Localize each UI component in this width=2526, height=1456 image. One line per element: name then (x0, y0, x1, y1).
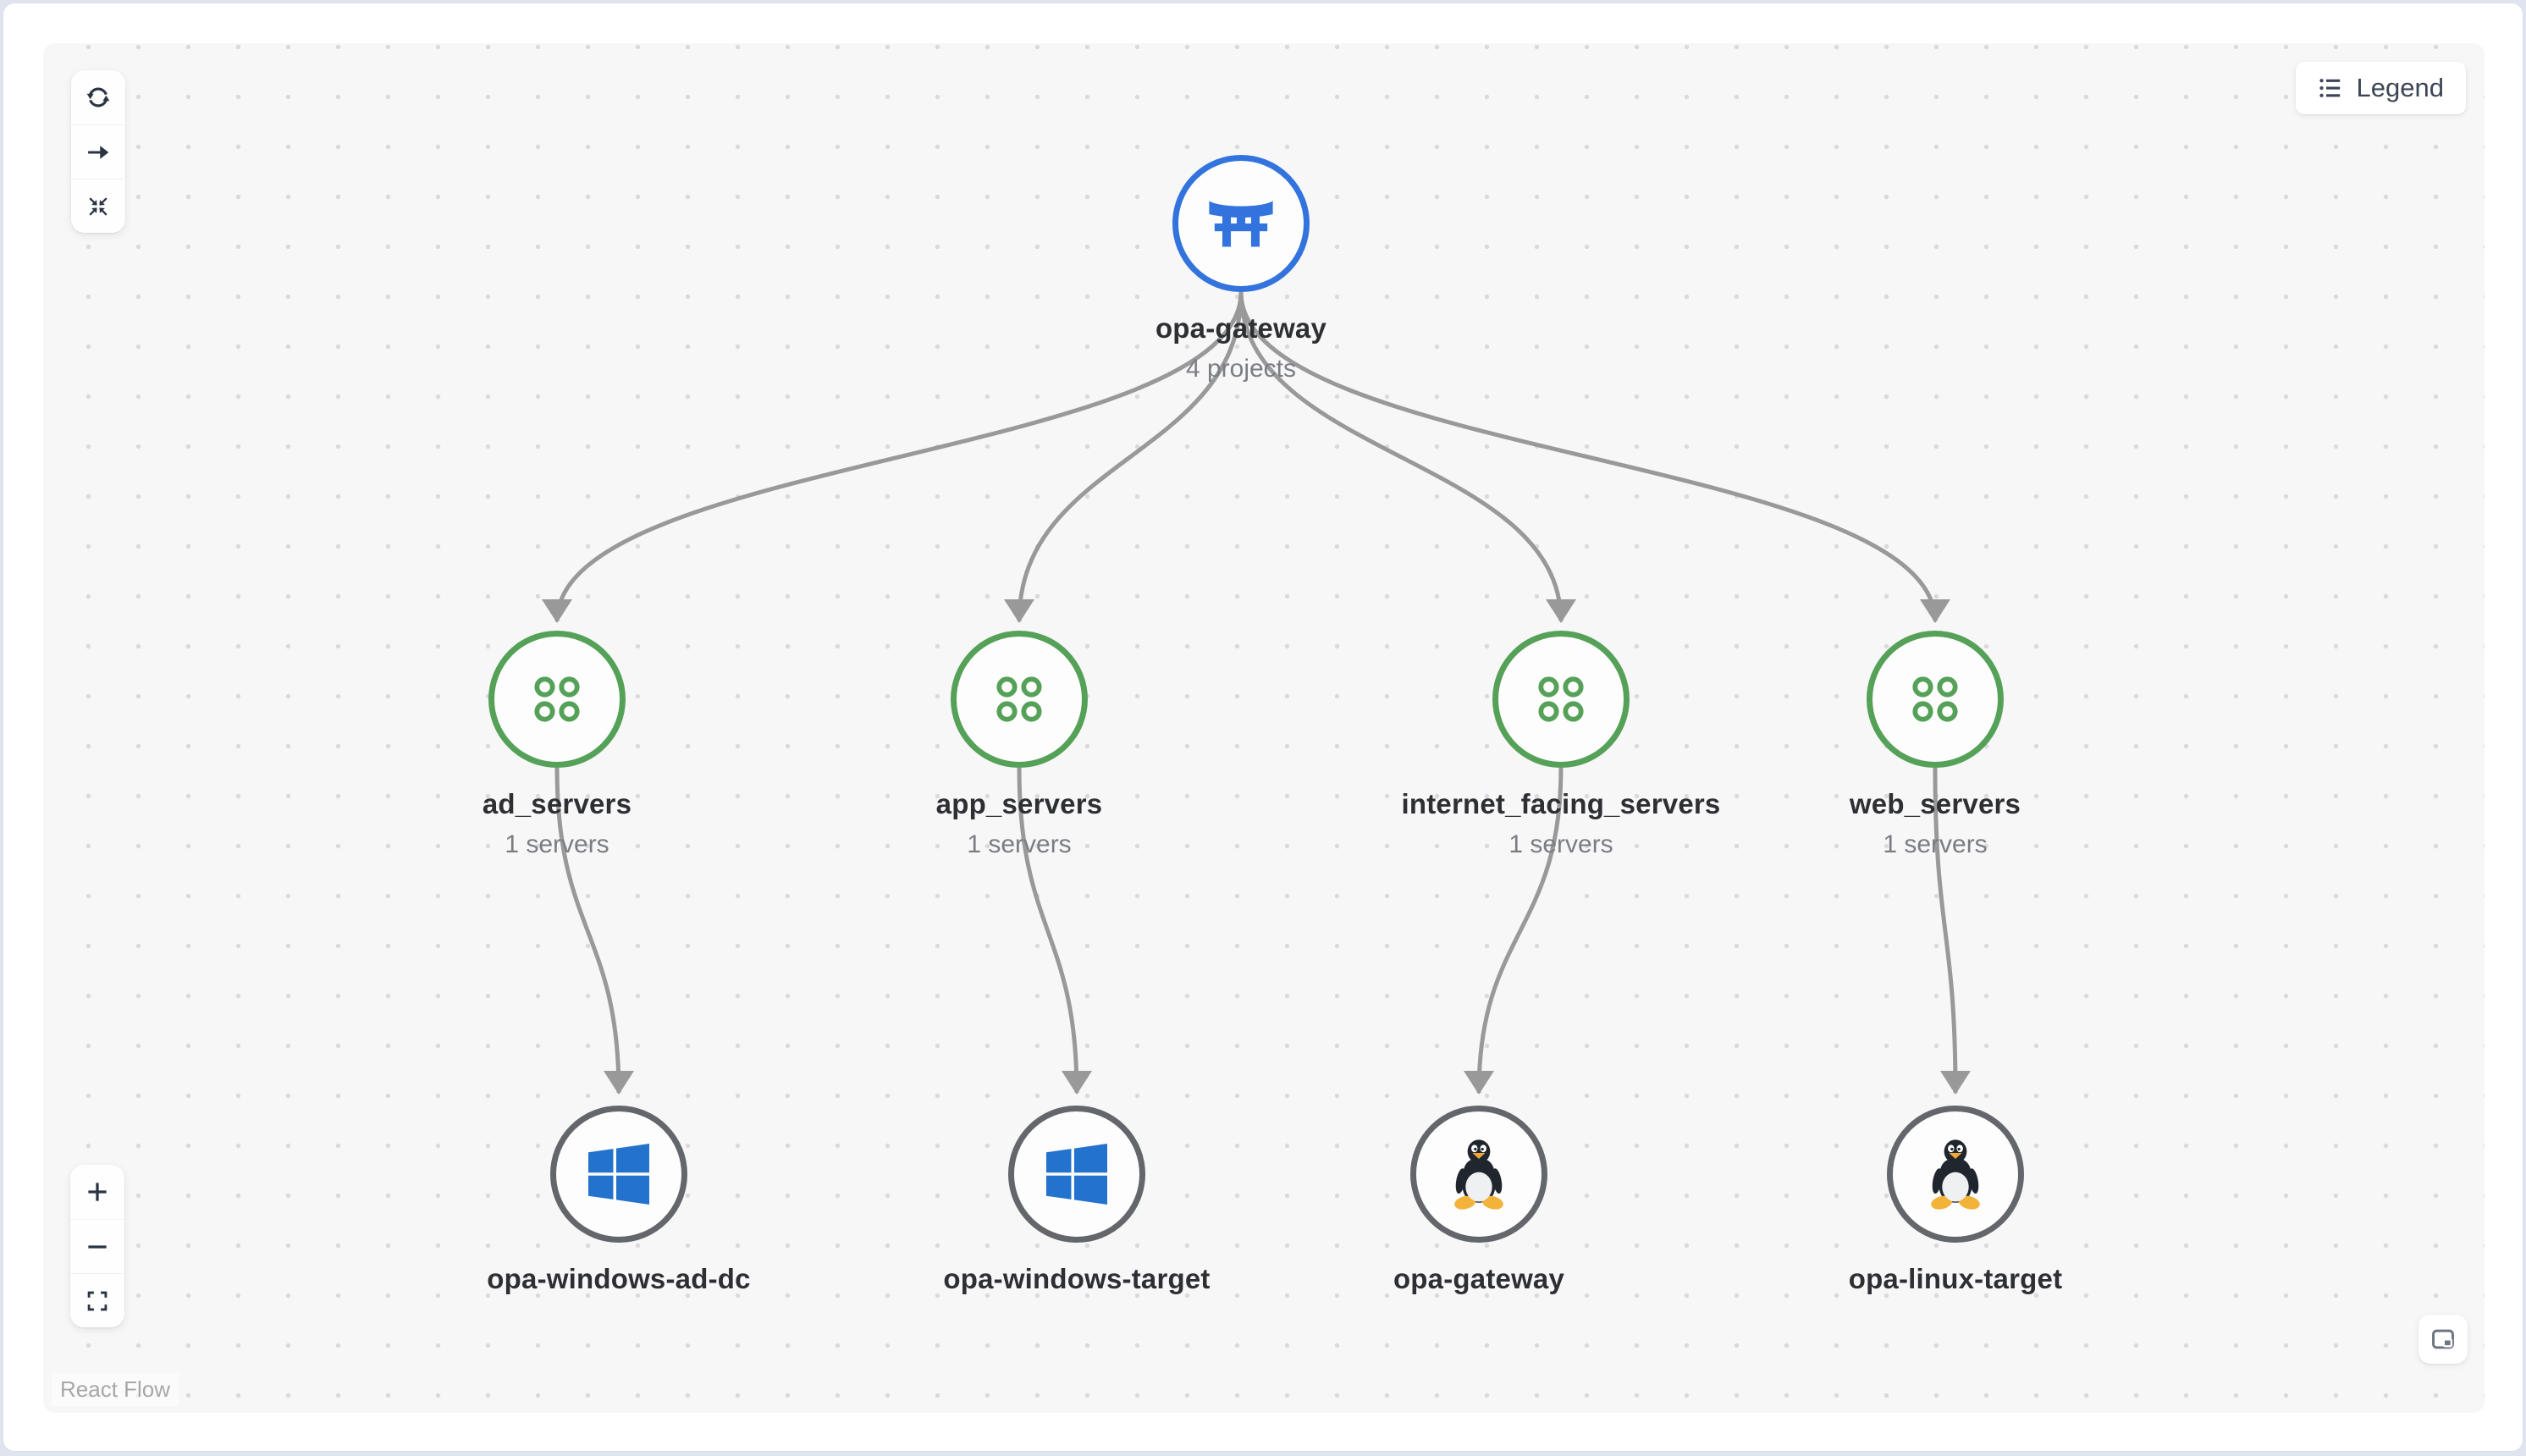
node-label: opa-windows-ad-dc (487, 1263, 751, 1294)
node-app_servers: app_servers 1 servers (825, 631, 1214, 859)
node-internet_facing_servers: internet_facing_servers 1 servers (1366, 631, 1756, 859)
torii-gate-icon (1209, 201, 1273, 247)
minus-icon (88, 1244, 107, 1249)
collapse-button[interactable] (71, 179, 125, 233)
edge-gateway-web_servers (1238, 291, 1950, 623)
zoom-out-button[interactable] (70, 1219, 124, 1273)
node-sublabel: 1 servers (1508, 830, 1613, 858)
zoom-controls (70, 1165, 124, 1327)
graph-toolbar (71, 70, 125, 233)
list-icon (2319, 79, 2340, 97)
fit-view-button[interactable] (70, 1273, 124, 1327)
refresh-icon (86, 87, 110, 108)
node-label: app_servers (935, 788, 1103, 819)
zoom-in-button[interactable] (70, 1165, 124, 1219)
panel-corner-icon (2432, 1329, 2454, 1349)
fullscreen-icon (87, 1291, 108, 1310)
node-gateway: opa-gateway 4 projects (1046, 155, 1436, 383)
project-node-circle[interactable] (1492, 631, 1630, 768)
app-card: opa-gateway 4 projects ad_servers 1 serv… (3, 3, 2523, 1452)
node-sublabel: 1 servers (1883, 830, 1988, 858)
project-node-circle[interactable] (1867, 631, 2004, 768)
node-opa-linux-target: opa-linux-target (1761, 1106, 2150, 1295)
node-label: ad_servers (482, 788, 632, 819)
node-opa-gateway-linux: opa-gateway (1284, 1106, 1674, 1295)
node-opa-windows-ad-dc: opa-windows-ad-dc (424, 1106, 814, 1295)
edge-app_servers-opa-windows-target (1017, 767, 1092, 1095)
edge-gateway-app_servers (1004, 291, 1244, 623)
server-node-circle[interactable] (1887, 1106, 2024, 1243)
edge-web_servers-opa-linux-target (1933, 767, 1971, 1095)
node-opa-windows-target: opa-windows-target (882, 1106, 1271, 1295)
windows-icon (588, 1144, 649, 1205)
legend-button-label: Legend (2356, 73, 2444, 102)
legend-button[interactable]: Legend (2295, 62, 2466, 114)
server-node-circle[interactable] (1008, 1106, 1145, 1243)
grid-dots-icon (534, 676, 580, 722)
edge-gateway-internet_facing_servers (1238, 291, 1576, 623)
run-button[interactable] (71, 124, 125, 179)
arrow-right-icon (88, 145, 109, 159)
node-label: web_servers (1849, 788, 2021, 819)
flow-canvas[interactable]: opa-gateway 4 projects ad_servers 1 serv… (43, 43, 2485, 1413)
node-label: opa-gateway (1393, 1263, 1565, 1294)
server-node-circle[interactable] (550, 1106, 687, 1243)
node-sublabel: 1 servers (967, 830, 1072, 858)
node-label: opa-linux-target (1848, 1263, 2063, 1294)
node-web_servers: web_servers 1 servers (1740, 631, 2130, 859)
node-ad_servers: ad_servers 1 servers (362, 631, 752, 859)
node-label: opa-gateway (1155, 312, 1327, 344)
plus-icon (88, 1183, 107, 1201)
node-label: opa-windows-target (943, 1263, 1211, 1294)
linux-tux-icon (1931, 1139, 1980, 1210)
linux-tux-icon (1454, 1139, 1503, 1210)
edge-internet_facing_servers-opa-gateway (1464, 767, 1564, 1095)
grid-dots-icon (996, 676, 1042, 722)
node-label: internet_facing_servers (1401, 788, 1721, 819)
edge-layer (542, 291, 1971, 1095)
refresh-button[interactable] (71, 70, 125, 124)
grid-dots-icon (1538, 676, 1584, 722)
server-node-circle[interactable] (1410, 1106, 1547, 1243)
react-flow-attribution[interactable]: React Flow (52, 1373, 179, 1406)
project-node-circle[interactable] (951, 631, 1088, 768)
windows-icon (1046, 1144, 1107, 1205)
node-sublabel: 4 projects (1185, 355, 1297, 383)
project-node-circle[interactable] (488, 631, 626, 768)
grid-dots-icon (1912, 676, 1958, 722)
edge-gateway-ad_servers (542, 291, 1244, 623)
panel-toggle-button[interactable] (2418, 1315, 2468, 1364)
collapse-arrows-icon (89, 196, 108, 216)
edge-ad_servers-opa-windows-ad-dc (554, 767, 634, 1095)
node-sublabel: 1 servers (505, 830, 609, 858)
gateway-node-circle[interactable] (1172, 155, 1310, 292)
